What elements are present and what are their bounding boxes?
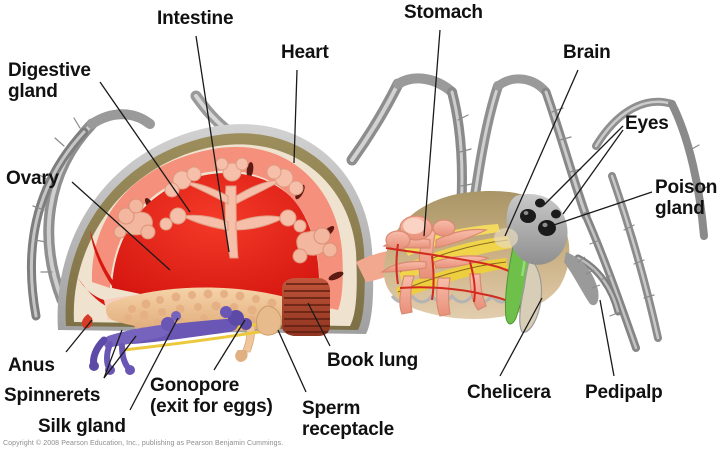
ovary-granules xyxy=(124,289,290,330)
label-eyes: Eyes xyxy=(625,113,669,134)
ovary-leader xyxy=(71,181,171,271)
pedipalp-leader xyxy=(599,299,615,377)
book-lung-lamellae xyxy=(282,278,330,336)
poison-leader xyxy=(544,191,653,229)
pedipalp xyxy=(564,252,599,306)
label-intestine: Intestine xyxy=(157,8,234,29)
sperm-receptacle xyxy=(255,305,282,336)
copyright-notice: Copyright © 2008 Pearson Education, Inc.… xyxy=(3,440,284,447)
label-digestive-gland: Digestive gland xyxy=(8,60,91,102)
spinnerets-leader-a xyxy=(103,329,123,379)
label-ovary: Ovary xyxy=(6,168,59,189)
intestine-leader xyxy=(195,35,230,253)
eyes-leader-a xyxy=(543,125,624,206)
silk-gland-leader xyxy=(129,317,179,411)
heart-tube xyxy=(91,146,343,310)
intestine-diverticula xyxy=(159,157,307,259)
label-gonopore: Gonopore (exit for eggs) xyxy=(150,375,273,417)
walking-legs xyxy=(26,73,708,352)
heart-leader xyxy=(293,69,298,164)
abdomen-opisthosoma xyxy=(57,124,374,375)
label-pedipalp: Pedipalp xyxy=(585,382,663,403)
anus-leader xyxy=(65,319,93,353)
label-book-lung: Book lung xyxy=(327,350,419,371)
digestive-leader xyxy=(99,81,191,213)
silk-gland-cluster xyxy=(89,306,252,375)
anus-opening xyxy=(81,314,93,329)
label-stomach: Stomach xyxy=(404,2,483,23)
label-anus: Anus xyxy=(8,355,55,376)
stomach-leader xyxy=(423,29,441,237)
label-poison-gland: Poison gland xyxy=(655,177,718,219)
spinnerets-leader-b xyxy=(103,335,137,379)
label-spinnerets: Spinnerets xyxy=(4,385,101,406)
chelicera xyxy=(519,256,543,333)
label-silk-gland: Silk gland xyxy=(38,416,126,437)
leader-lines xyxy=(65,29,653,411)
label-sperm-receptacle: Sperm receptacle xyxy=(302,398,395,440)
brain-leader xyxy=(504,69,579,237)
label-chelicera: Chelicera xyxy=(467,382,551,403)
gonopore-opening xyxy=(235,350,248,362)
label-heart: Heart xyxy=(281,42,329,63)
brain xyxy=(494,228,518,248)
label-brain: Brain xyxy=(563,42,611,63)
stomach-highlight xyxy=(403,218,425,234)
eyes-leader-b xyxy=(562,129,624,215)
sperm-rec-leader xyxy=(277,329,307,393)
digestive-gland-mass xyxy=(112,172,320,306)
chelicera-leader xyxy=(499,297,543,377)
book-lung-leader xyxy=(307,302,331,347)
cephalothorax-prosoma xyxy=(380,190,601,333)
gonopore-leader xyxy=(213,319,246,371)
